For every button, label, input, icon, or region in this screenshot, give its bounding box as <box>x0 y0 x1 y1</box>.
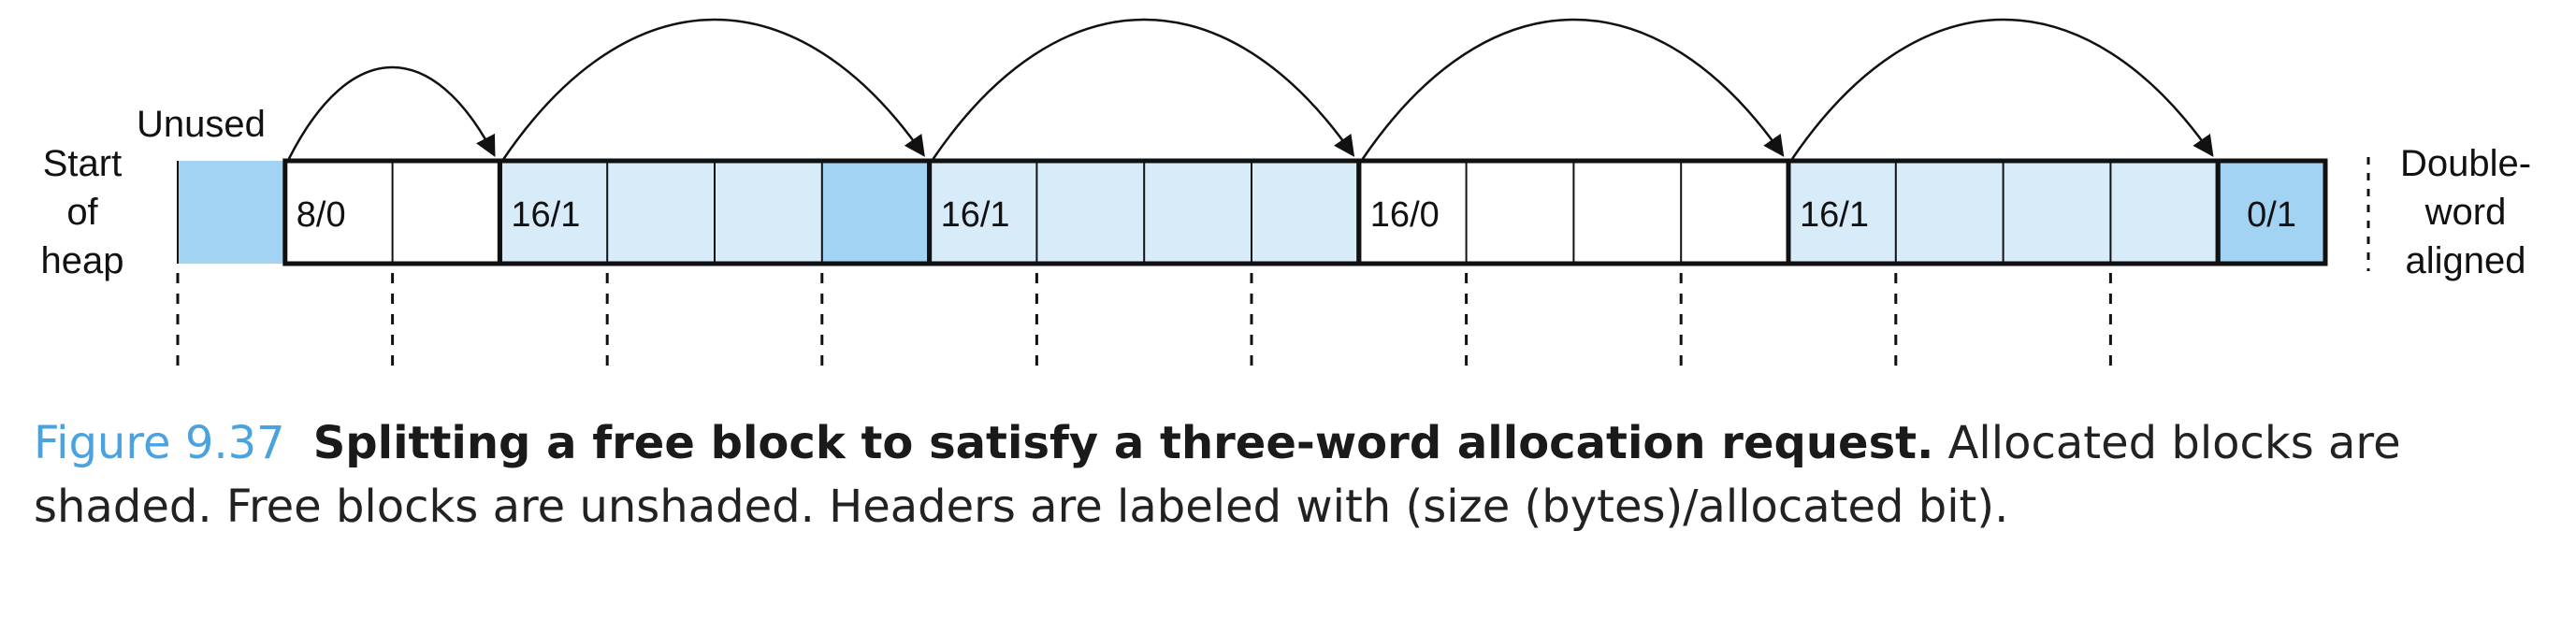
figure-title: Splitting a free block to satisfy a thre… <box>312 417 1934 469</box>
heap-word-cell <box>1252 161 1359 264</box>
heap-word-cell <box>178 161 285 264</box>
start-of-heap-label-line-2: of <box>66 192 98 233</box>
word-dividers <box>391 161 2112 264</box>
heap-word-cell <box>1144 161 1252 264</box>
heap-word-cell <box>392 161 500 264</box>
block-header-label: 16/1 <box>941 195 1010 235</box>
double-word-aligned-label-line-3: aligned <box>2405 240 2525 281</box>
double-word-boundary-ticks <box>176 273 2112 369</box>
heap-word-cell <box>607 161 715 264</box>
heap-word-cell <box>1788 161 1896 264</box>
figure-caption-text: Allocated blocks are shaded. Free blocks… <box>34 417 2401 533</box>
heap-word-cell <box>1895 161 2004 264</box>
heap-word-cell <box>1036 161 1145 264</box>
heap-word-cell <box>821 161 930 264</box>
block-borders <box>177 158 2328 266</box>
heap-word-cell <box>1358 161 1467 264</box>
heap-word-cell <box>715 161 822 264</box>
heap-word-cell <box>499 161 608 264</box>
double-word-aligned-label-line-1: Double- <box>2400 143 2531 184</box>
double-word-aligned-label-line-2: word <box>2424 192 2507 233</box>
block-header-label: 0/1 <box>2247 195 2296 235</box>
next-block-arrow <box>502 18 925 160</box>
next-block-arrow <box>287 65 496 160</box>
heap-word-cell <box>929 161 1037 264</box>
block-header-label: 16/1 <box>511 195 580 235</box>
figure-caption: Figure 9.37 Splitting a free block to sat… <box>34 411 2550 539</box>
heap-diagram: 8/0 16/1 16/1 16/0 16/1 0/1 Start of heap Unu… <box>41 18 2531 369</box>
heap-word-cell <box>2110 161 2219 264</box>
next-block-arrow <box>1361 18 1785 160</box>
block-header-label: 16/1 <box>1800 195 1869 235</box>
figure-number: Figure 9.37 <box>34 417 285 469</box>
heap-cells <box>178 161 2325 264</box>
next-block-arrow <box>932 18 1355 160</box>
heap-word-cell <box>2003 161 2111 264</box>
block-link-arrows <box>287 18 2214 160</box>
unused-label: Unused <box>137 104 266 145</box>
block-header-label: 8/0 <box>297 195 346 235</box>
heap-word-cell <box>284 161 393 264</box>
heap-word-cell <box>2218 161 2325 264</box>
heap-word-cell <box>1681 161 1788 264</box>
next-block-arrow <box>1790 18 2214 160</box>
start-of-heap-label-line-1: Start <box>43 143 122 184</box>
heap-word-cell <box>1466 161 1574 264</box>
heap-word-cell <box>1573 161 1682 264</box>
header-labels: 8/0 16/1 16/1 16/0 16/1 0/1 <box>297 195 2296 235</box>
block-border <box>2215 158 2328 266</box>
block-header-label: 16/0 <box>1370 195 1440 235</box>
start-of-heap-label-line-3: heap <box>41 240 124 281</box>
